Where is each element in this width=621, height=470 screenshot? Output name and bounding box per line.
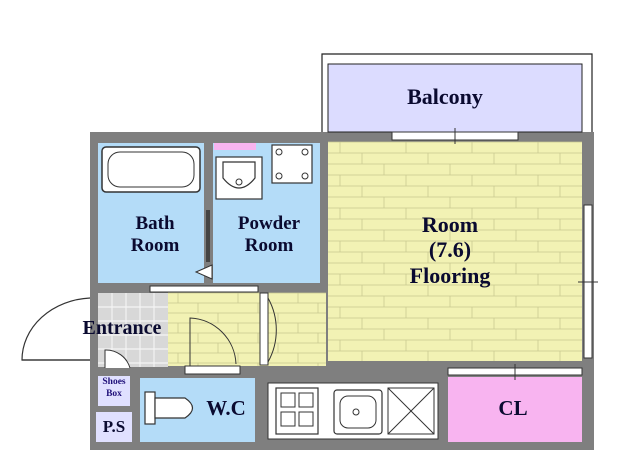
wc-door-swing [189,317,237,368]
kitchen-sink-icon [333,389,383,435]
entrance-label: Entrance [82,317,162,339]
bath-room-line2: Room [130,234,180,256]
room-door-swing [267,297,277,363]
main-room-floor-type: Flooring [409,262,491,288]
washbasin-icon [215,156,263,200]
washing-machine-icon [271,144,313,184]
main-room-name: Room [421,212,479,237]
wc-door-leaf [184,365,241,375]
main-room-label: Room (7.6) Flooring [370,212,530,288]
shoes-box-label: Shoes Box [98,376,130,401]
shoes-box-line2: Box [106,389,122,400]
pipe-space-area [96,412,132,442]
bathtub-inner [107,151,195,188]
hall-door-frame [149,285,259,293]
balcony-label: Balcony [407,84,483,109]
shoes-box-line1: Shoes [102,377,126,387]
laundry-strip [214,143,256,150]
main-room-size: (7.6) [428,237,472,263]
closet-label: CL [498,396,528,420]
balcony-area [327,63,583,133]
room-door-leaf [259,292,269,366]
bath-room-label: Bath Room [110,213,200,257]
stove-icon [275,387,319,435]
powder-room-line2: Room [244,234,294,256]
powder-door-arrow [194,264,213,280]
bath-room-line1: Bath [135,213,175,234]
closet-area [448,377,582,442]
wc-label: W.C [206,396,246,420]
powder-room-line1: Powder [237,213,301,234]
small-door-swing [104,349,131,369]
balcony-railing [321,53,593,132]
pipe-space-label: P.S [102,417,126,436]
toilet-icon [144,391,194,425]
powder-room-label: Powder Room [220,213,318,257]
hallway-floor [168,293,326,366]
hallway-floor-lines [168,292,326,366]
main-room-floor [328,141,582,361]
entrance-door-swing [21,297,91,361]
refrigerator-space [387,387,435,435]
shoes-box-area [98,376,130,406]
